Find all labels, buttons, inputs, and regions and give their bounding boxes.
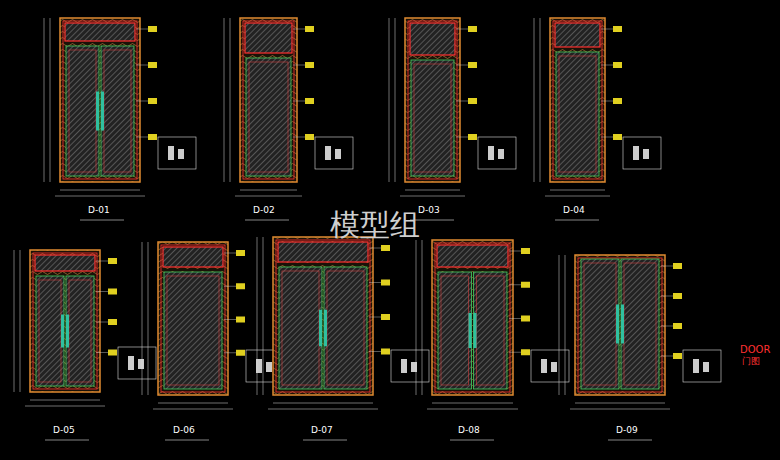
tag-underline — [245, 220, 289, 221]
door-elevation — [224, 18, 353, 196]
door-elevation — [389, 18, 516, 196]
door-tag: D-01 — [88, 206, 110, 216]
door-tag: D-07 — [311, 426, 333, 436]
tag-underline — [608, 440, 652, 441]
door-tag: D-06 — [173, 426, 195, 436]
door-tag: D-08 — [458, 426, 480, 436]
door-tag: D-05 — [53, 426, 75, 436]
sheet-title: DOOR — [740, 344, 770, 355]
tag-underline — [45, 440, 89, 441]
door-tag: D-09 — [616, 426, 638, 436]
door-elevation — [14, 250, 156, 406]
door-elevation — [534, 18, 661, 196]
door-elevation — [559, 255, 721, 409]
door-elevation — [416, 240, 569, 409]
door-elevation — [44, 18, 196, 196]
door-tag: D-02 — [253, 206, 275, 216]
tag-underline — [555, 220, 599, 221]
tag-underline — [165, 440, 209, 441]
door-tag: D-04 — [563, 206, 585, 216]
tag-underline — [450, 440, 494, 441]
door-tag: D-03 — [418, 206, 440, 216]
watermark: 模型组 — [330, 208, 420, 241]
tag-underline — [303, 440, 347, 441]
sheet-subtitle: 门图 — [742, 357, 760, 367]
door-elevation — [257, 237, 429, 409]
door-elevation — [142, 242, 284, 409]
tag-underline — [80, 220, 124, 221]
